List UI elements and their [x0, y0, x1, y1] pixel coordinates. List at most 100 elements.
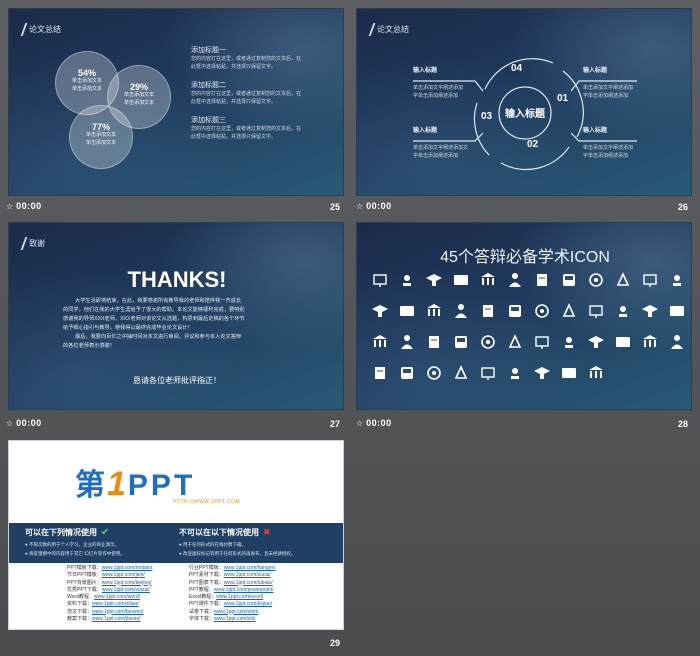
apple-icon: [398, 364, 425, 387]
slide-27-timing: ☆ 00:00: [6, 418, 42, 428]
museum-icon: [479, 271, 506, 294]
cycle-arc-right: [562, 70, 584, 138]
slide-29-thumbnail[interactable]: 第 1 PPT HTTP://WWW.1PPT.COM 可以在下列情况使用 ✔ …: [8, 440, 344, 630]
brand-logo: 第 1 PPT: [75, 465, 196, 503]
resource-link[interactable]: www.1ppt.com/fanwen/: [92, 608, 144, 615]
transition-icon: ☆: [356, 418, 364, 428]
allowed-rules: ● 不限次数的用于个人学习，企业的商业演示。 ● 将反馈模中的内容用于其它 幻灯…: [25, 542, 125, 556]
transition-icon: ☆: [6, 418, 14, 428]
link-row: PPT课件下载：www.1ppt.com/kejian/: [189, 601, 275, 608]
paint-palette-icon: [668, 271, 691, 294]
cycle-arc-left: [473, 102, 490, 156]
flask-icon: [587, 302, 614, 325]
slide-27-thumbnail[interactable]: 致谢 THANKS! 大学生活即将结束，在此，我要感谢所有教导我的老师和陪伴我一…: [8, 222, 344, 410]
resource-link[interactable]: www.1ppt.com/beijing/: [101, 579, 152, 586]
notebook-icon: [506, 302, 533, 325]
test-tube-icon: [452, 364, 479, 387]
bus-icon: [587, 271, 614, 294]
slide-header: 论文总结: [368, 23, 409, 36]
pencils-icon: [425, 364, 452, 387]
document-icon: [560, 271, 587, 294]
ruler-triangle-icon: [452, 333, 479, 356]
slide-number: 27: [330, 419, 341, 429]
link-row: 教案下载：www.1ppt.com/jiaoan/: [67, 616, 152, 623]
link-label: 节日PPT模板：: [67, 572, 102, 579]
resource-link[interactable]: www.1ppt.com/ziliao/: [92, 601, 139, 608]
graduation-cap-icon: [425, 271, 452, 294]
slide-header: 致谢: [20, 237, 45, 250]
thanks-title: THANKS!: [127, 267, 227, 292]
transition-icon: ☆: [6, 201, 14, 211]
cycle-inner-ring: [498, 86, 552, 140]
open-book-icon: [398, 302, 425, 325]
cycle-center-title: 输入标题: [505, 109, 545, 120]
pencil-cup-icon: [587, 333, 614, 356]
slide-number: 28: [678, 419, 689, 429]
link-row: Word教程：www.1ppt.com/word/: [67, 594, 152, 601]
link-row: 资料下载：www.1ppt.com/ziliao/: [67, 601, 152, 608]
connector-line: [413, 132, 484, 142]
pen-icon: [425, 302, 452, 325]
link-label: PPT图表下载：: [189, 579, 224, 586]
link-label: Word教程：: [67, 594, 94, 600]
slide-25-thumbnail[interactable]: 论文总结 54% 单击添加文本 单击添加文本 29% 单击添加文本 单击添加文本…: [8, 8, 344, 196]
resource-link[interactable]: www.1ppt.com/sucai/: [223, 572, 271, 579]
resource-link[interactable]: www.1ppt.com/tubiao/: [223, 579, 273, 586]
connector-line: [570, 80, 637, 92]
allowed-heading: 可以在下列情况使用 ✔: [25, 527, 110, 538]
text-items: 添加标题一 您的内容打在这里，或者通过复制您的文本后，在 此框中选择粘贴，并选择…: [191, 45, 339, 141]
blackboard-icon: [371, 271, 398, 294]
magnifier-icon: [479, 364, 506, 387]
resource-link[interactable]: www.1ppt.com/jiaoan/: [92, 615, 141, 622]
locker-icon: [614, 302, 641, 325]
printer-icon: [533, 302, 560, 325]
link-row: Excel教程：www.1ppt.com/excel/: [189, 594, 275, 601]
resource-link[interactable]: www.1ppt.com/xiazai/: [101, 586, 150, 593]
scissors-pencil-icon: [641, 271, 668, 294]
slide-26-timing: ☆ 00:00: [356, 201, 392, 211]
certificate-icon: [506, 364, 533, 387]
percent-circle-1: 54% 单击添加文本 单击添加文本: [55, 51, 119, 115]
cycle-diagram: [413, 58, 637, 171]
link-row: PPT教程：www.1ppt.com/powerpoint/: [189, 587, 275, 594]
resource-link[interactable]: www.1ppt.com/shiti/: [214, 608, 259, 615]
link-row: 行业PPT模板：www.1ppt.com/hangye/: [189, 565, 275, 572]
slide-28-timing: ☆ 00:00: [356, 418, 392, 428]
label-top-right: 输入标题 单击添加文字阐述添加 字单击添加阐述添加: [583, 68, 634, 99]
link-row: PPT素材下载：www.1ppt.com/sucai/: [189, 572, 275, 579]
link-label: PPT素材下载：: [189, 572, 224, 579]
right-link-list: 行业PPT模板：www.1ppt.com/hangye/PPT素材下载：www.…: [189, 565, 275, 623]
slide-28-thumbnail[interactable]: 45个答辩必备学术ICON: [356, 222, 692, 410]
scissors-icon: [371, 333, 398, 356]
link-row: PPT图表下载：www.1ppt.com/tubiao/: [189, 580, 275, 587]
acknowledgement-text: 大学生活即将结束，在此，我要感谢所有教导我的老师和陪伴我一齐成长 的同学，他们在…: [63, 298, 245, 350]
resource-link[interactable]: www.1ppt.com/word/: [93, 594, 140, 600]
student-icon: [533, 271, 560, 294]
resource-link[interactable]: www.1ppt.com/kejian/: [223, 601, 273, 608]
resource-link[interactable]: www.1ppt.com/powerpoint/: [213, 586, 274, 593]
link-label: 字体下载：: [189, 615, 215, 622]
resource-link[interactable]: www.1ppt.com/ziti/: [214, 615, 256, 622]
link-row: 字体下载：www.1ppt.com/ziti/: [189, 616, 275, 623]
text-item: 添加标题三 您的内容打在这里，或者通过复制您的文本后，在 此框中选择粘贴，并选择…: [191, 117, 302, 140]
check-icon: ✔: [101, 527, 110, 538]
microscope-icon: [398, 271, 425, 294]
resource-link[interactable]: www.1ppt.com/hangye/: [223, 565, 276, 571]
school-bus-icon: [668, 333, 691, 356]
resource-link[interactable]: www.1ppt.com/moban/: [101, 565, 153, 571]
resource-link[interactable]: www.1ppt.com/jieri/: [101, 572, 145, 579]
cycle-arc-bottom: [500, 146, 570, 171]
usage-banner: [9, 523, 343, 563]
link-label: 教案下载：: [67, 615, 93, 622]
pencil-case-icon: [479, 302, 506, 325]
resource-link[interactable]: www.1ppt.com/excel/: [216, 594, 264, 600]
slide-26-thumbnail[interactable]: 论文总结 输入标题 04 01 03 02 输入标题 单击添加文字阐述添加 字单…: [356, 8, 692, 196]
cycle-arc-top: [484, 58, 554, 90]
cycle-number: 03: [481, 111, 493, 122]
beaker-icon: [614, 333, 641, 356]
slide-number: 29: [330, 638, 341, 648]
connector-line: [570, 132, 637, 142]
icon-slide-title: 45个答辩必备学术ICON: [440, 249, 610, 266]
link-label: 优秀PPT下载：: [67, 586, 102, 593]
